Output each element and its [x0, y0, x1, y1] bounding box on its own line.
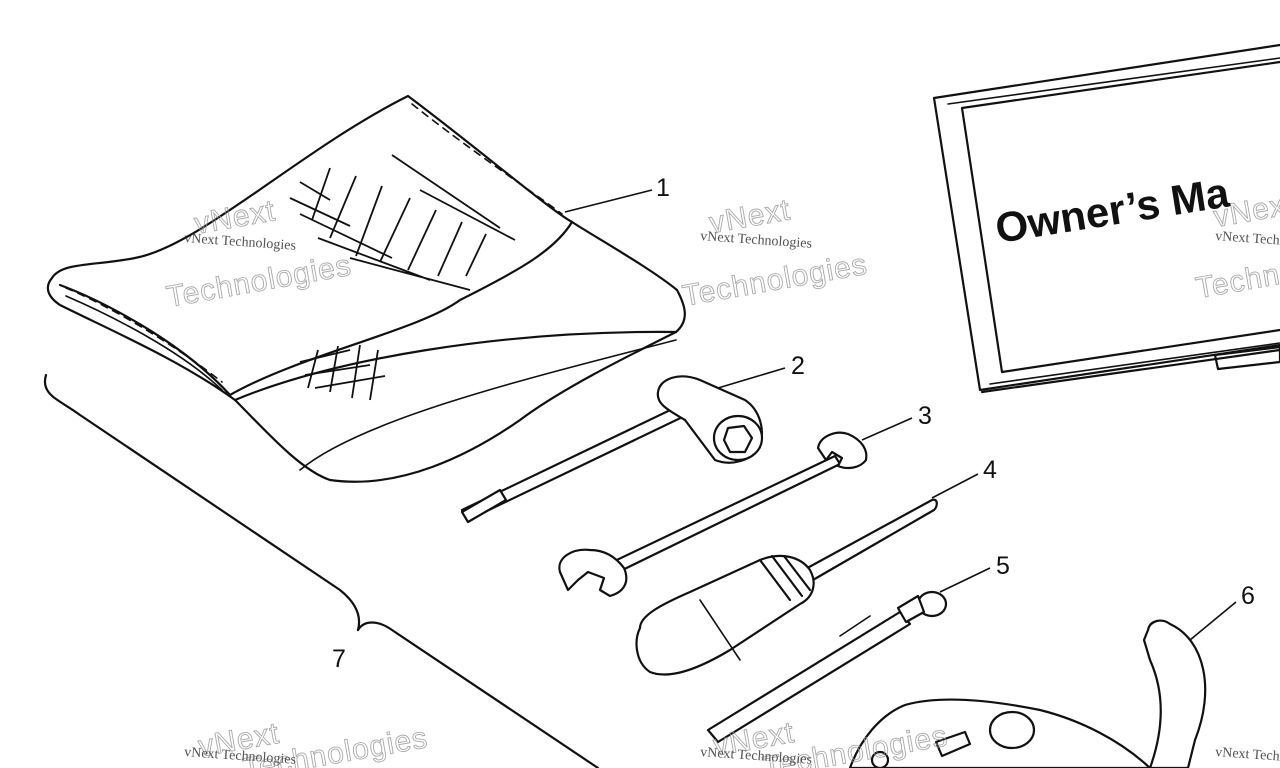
callout-7: 7 [332, 645, 346, 673]
watermark-small: vNext Technologies [700, 229, 813, 252]
callout-6: 6 [1241, 582, 1255, 610]
watermark-small: vNext Technologies [1215, 229, 1280, 252]
callout-5: 5 [996, 552, 1010, 580]
watermark-small: vNext Technologies [1215, 745, 1280, 768]
open-end-wrench [558, 431, 868, 598]
spark-plug-wrench [460, 375, 764, 524]
callout-leaders [564, 189, 1237, 641]
tool-pouch [46, 94, 686, 483]
callout-4: 4 [983, 456, 997, 484]
callout-2: 2 [791, 352, 805, 380]
callout-3: 3 [918, 402, 932, 430]
watermark-big-bottom: Technologies [1193, 240, 1280, 305]
kit-bracket [43, 373, 600, 768]
screwdriver-bit [706, 590, 948, 744]
spanner-wrench [848, 619, 1207, 768]
manual-title: Owner’s Ma [992, 168, 1233, 251]
watermark-big-bottom: Technologies [680, 248, 870, 313]
callout-1: 1 [656, 174, 670, 202]
screwdriver [635, 498, 938, 676]
callout-numbers: 1 2 3 4 5 6 7 [332, 174, 1255, 673]
